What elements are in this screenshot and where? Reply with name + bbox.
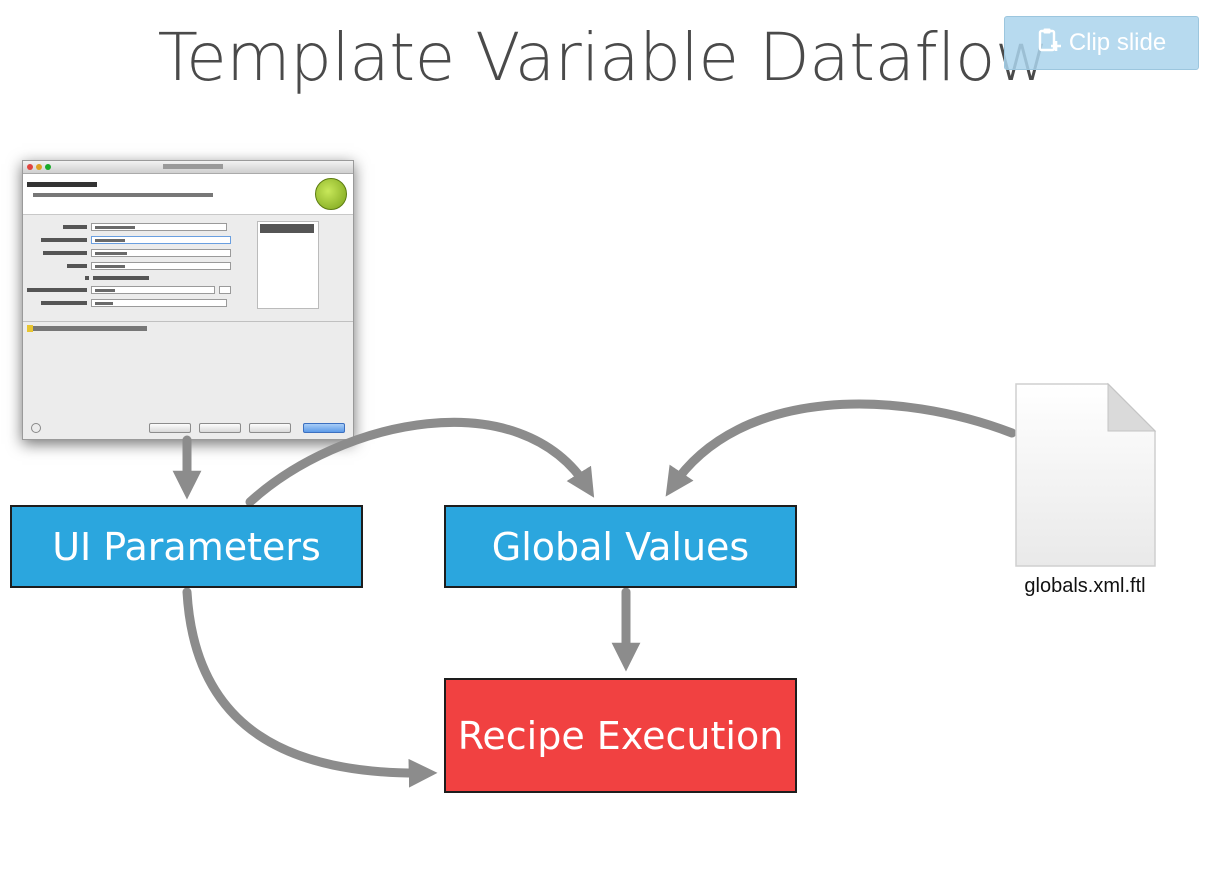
dialog-row: [23, 274, 253, 282]
recipe-execution-node: Recipe Execution: [444, 678, 797, 793]
ui-parameters-node: UI Parameters: [10, 505, 363, 588]
arrow-globals-file-to-global-values: [665, 399, 1017, 497]
arrow-ui-parameters-to-recipe: [182, 587, 438, 788]
dialog-button: [249, 423, 291, 433]
dialog-preview-panel: [257, 221, 319, 309]
dialog-row: [23, 223, 253, 231]
dialog-button: [303, 423, 345, 433]
help-icon: [31, 423, 41, 433]
dialog-button: [199, 423, 241, 433]
dialog-row: [23, 236, 253, 244]
dialog-row: [23, 249, 253, 257]
dialog-header: [23, 174, 353, 215]
slide-title: Template Variable Dataflow: [157, 19, 1049, 96]
new-activity-dialog-screenshot: [22, 160, 354, 440]
clip-slide-label: Clip slide: [1068, 29, 1167, 56]
globals-file-label: globals.xml.ftl: [1024, 575, 1146, 597]
dialog-row: [23, 286, 253, 294]
arrow-ui-parameters-to-global-values: [245, 417, 595, 507]
dialog-button: [149, 423, 191, 433]
dialog-row: [23, 299, 253, 307]
document-icon: [1015, 382, 1157, 567]
global-values-node: Global Values: [444, 505, 797, 588]
dialog-titlebar: [23, 161, 353, 174]
dialog-row: [23, 262, 253, 270]
clipboard-plus-icon: [1037, 27, 1061, 60]
android-logo-icon: [315, 178, 347, 210]
dialog-warning-note: [27, 325, 147, 332]
clip-slide-button[interactable]: Clip slide: [1004, 16, 1199, 70]
